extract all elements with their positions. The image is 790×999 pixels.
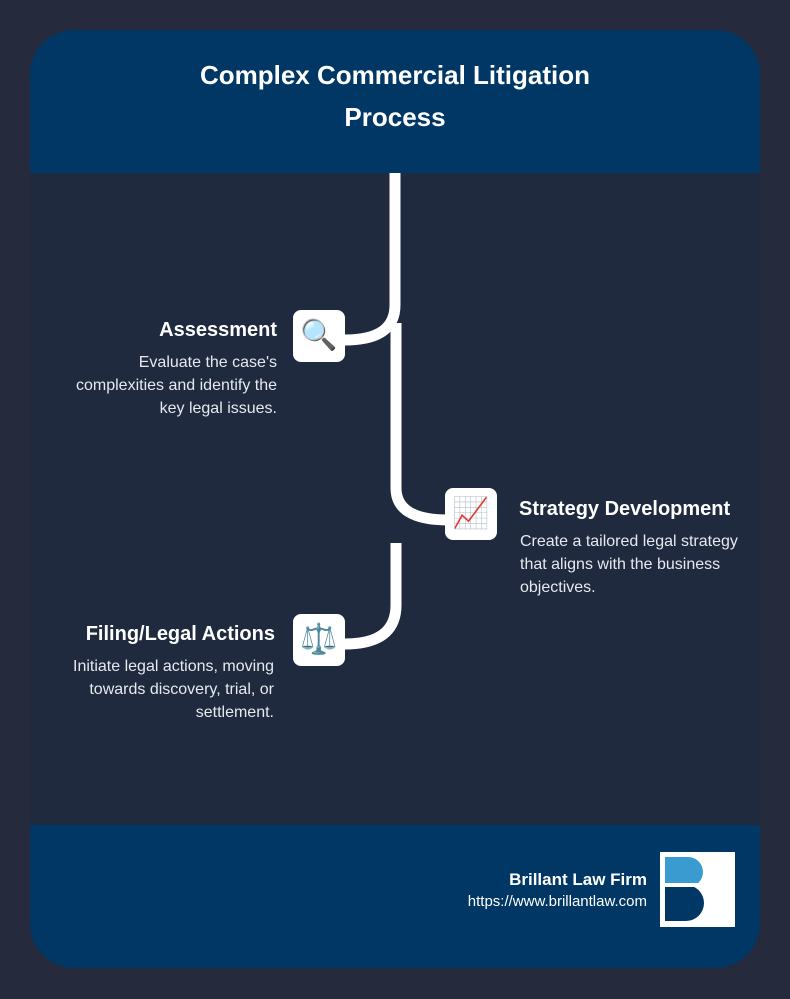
step-title-filing: Filing/Legal Actions: [85, 623, 275, 645]
desc-line: Create a tailored legal strategy: [520, 533, 738, 550]
step-desc-filing: Initiate legal actions, moving towards d…: [34, 655, 274, 724]
desc-line: key legal issues.: [159, 400, 277, 417]
page-title: Complex Commercial Litigation Process: [30, 54, 760, 138]
title-line-1: Complex Commercial Litigation: [199, 60, 591, 90]
timeline-line-bottom: [344, 543, 402, 650]
magnifying-glass-icon: 🔍: [293, 310, 345, 362]
desc-line: Initiate legal actions, moving: [73, 658, 274, 675]
desc-line: objectives.: [520, 579, 596, 596]
timeline-area: 🔍 Assessment Evaluate the case's complex…: [30, 173, 760, 825]
logo-graphic: [665, 857, 704, 921]
chart-increasing-icon: 📈: [445, 488, 497, 540]
header: Complex Commercial Litigation Process: [30, 30, 760, 173]
title-line-2: Process: [344, 102, 446, 132]
step-title-strategy: Strategy Development: [519, 498, 731, 520]
timeline-branch-strategy: [390, 323, 449, 526]
desc-line: settlement.: [195, 704, 274, 721]
desc-line: that aligns with the business: [520, 556, 721, 573]
step-desc-assessment: Evaluate the case's complexities and ide…: [37, 351, 277, 420]
timeline-connector: [344, 173, 449, 650]
brillant-b-logo-icon: [660, 852, 735, 927]
firm-name: Brillant Law Firm: [509, 870, 647, 889]
step-desc-strategy: Create a tailored legal strategy that al…: [520, 530, 755, 599]
step-title-assessment: Assessment: [159, 319, 277, 341]
timeline-line-top: [344, 173, 401, 346]
balance-scale-icon: ⚖️: [293, 614, 345, 666]
desc-line: towards discovery, trial, or: [89, 681, 274, 698]
magnifying-glass-glyph: 🔍: [300, 318, 338, 353]
footer: Brillant Law Firm https://www.brillantla…: [30, 825, 760, 968]
desc-line: Evaluate the case's: [138, 354, 277, 371]
infographic-card: Complex Commercial Litigation Process 🔍 …: [30, 30, 760, 968]
desc-line: complexities and identify the: [76, 377, 277, 394]
balance-scale-glyph: ⚖️: [300, 622, 338, 657]
chart-increasing-glyph: 📈: [452, 496, 490, 531]
firm-url: https://www.brillantlaw.com: [467, 893, 647, 910]
